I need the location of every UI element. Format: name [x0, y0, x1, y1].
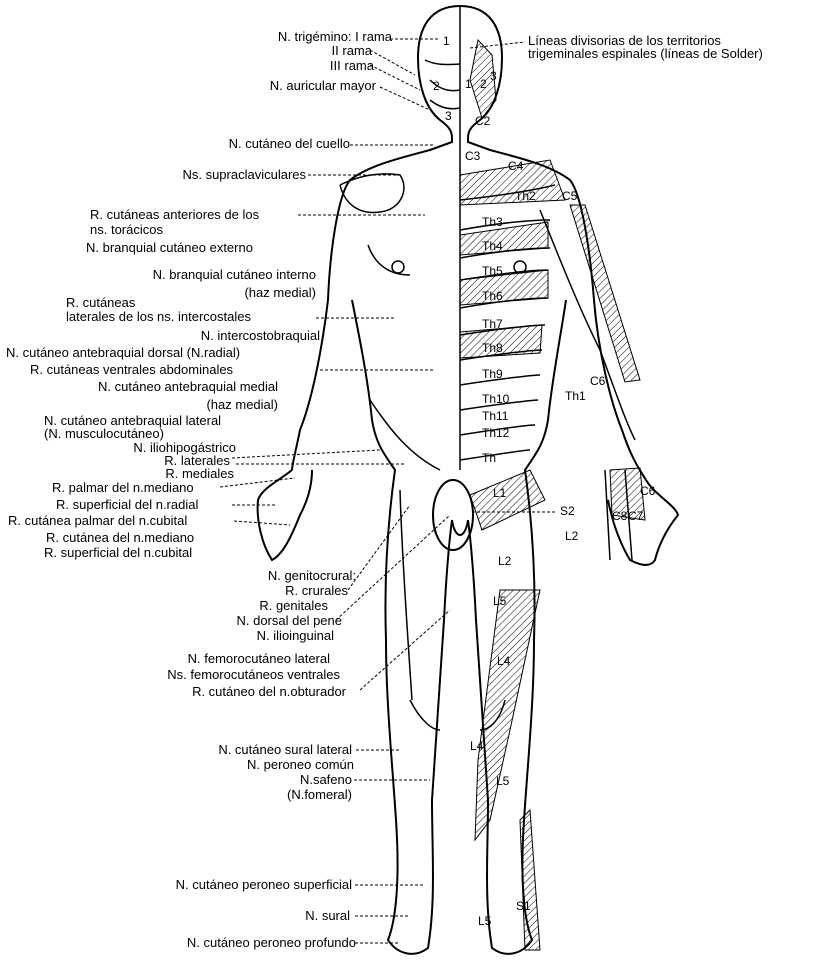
- label-r-mediales: R. mediales: [40, 467, 234, 481]
- zone-f2: 2: [433, 79, 440, 93]
- zone-c6: C6: [590, 374, 606, 388]
- label-safeno-2: (N.fomeral): [130, 788, 352, 802]
- label-antebraquial-dorsal: N. cutáneo antebraquial dorsal (N.radial…: [6, 346, 240, 360]
- label-femorocutaneos-ventrales: Ns. femorocutáneos ventrales: [100, 668, 340, 682]
- zone-l5c: L5: [478, 914, 492, 928]
- zone-fc1: 1: [465, 77, 472, 91]
- label-palmar-cubital: R. cutánea palmar del n.cubital: [8, 514, 187, 528]
- label-cutanea-mediano: R. cutánea del n.mediano: [46, 531, 194, 545]
- label-superficial-radial: R. superficial del n.radial: [56, 498, 198, 512]
- zone-fc3: 3: [490, 69, 497, 83]
- zone-th12: Th12: [482, 426, 510, 440]
- label-sural: N. sural: [200, 909, 350, 923]
- label-branquial-interno-1: N. branquial cutáneo interno: [100, 268, 316, 282]
- zone-th3: Th3: [482, 215, 503, 229]
- label-rcut-anteriores-1: R. cutáneas anteriores de los: [90, 208, 259, 222]
- zone-l1: L1: [493, 486, 507, 500]
- zone-th6: Th6: [482, 289, 503, 303]
- zone-th9: Th9: [482, 367, 503, 381]
- label-femorocutaneo-lateral: N. femorocutáneo lateral: [100, 652, 330, 666]
- label-supraclaviculares: Ns. supraclaviculares: [130, 168, 306, 182]
- label-peroneo-profundo: N. cutáneo peroneo profundo: [100, 936, 356, 950]
- label-palmar-mediano: R. palmar del n.mediano: [52, 481, 194, 495]
- label-r-genitales: R. genitales: [120, 599, 328, 613]
- zone-l5: L5: [493, 594, 507, 608]
- zone-s2: S2: [560, 504, 575, 518]
- label-auricular-mayor: N. auricular mayor: [220, 79, 376, 93]
- label-antebraquial-lateral-2: (N. musculocutáneo): [44, 427, 164, 441]
- label-sural-lateral: N. cutáneo sural lateral: [130, 743, 352, 757]
- label-peroneo-comun: N. peroneo común: [130, 758, 354, 772]
- label-antebraquial-medial-1: N. cutáneo antebraquial medial: [40, 380, 278, 394]
- zone-l4: L4: [497, 654, 511, 668]
- zone-l2b: L2: [498, 554, 512, 568]
- zone-c3: C3: [465, 149, 481, 163]
- label-trigemino-1: N. trigémino: I rama: [220, 30, 392, 44]
- label-ilioinguinal: N. ilioinguinal: [120, 629, 334, 643]
- label-r-crurales: R. crurales: [120, 584, 348, 598]
- label-rcut-anteriores-2: ns. torácicos: [90, 223, 163, 237]
- zone-th4: Th4: [482, 239, 503, 253]
- zone-c7: C7: [628, 509, 644, 523]
- zone-th-low: Th: [482, 451, 496, 465]
- label-genitocrural: N. genitocrural:: [120, 569, 356, 583]
- label-superficial-cubital: R. superficial del n.cubital: [44, 546, 192, 560]
- zone-th5: Th5: [482, 264, 503, 278]
- zone-f3: 3: [445, 109, 452, 123]
- zone-c6h: C6: [640, 484, 656, 498]
- zone-c8: C8: [612, 509, 628, 523]
- zone-c2: C2: [475, 114, 491, 128]
- label-solder-2: trigeminales espinales (líneas de Solder…: [528, 47, 763, 61]
- label-safeno-1: N.safeno: [130, 773, 352, 787]
- zone-th2: Th2: [515, 189, 536, 203]
- zone-f1: 1: [443, 34, 450, 48]
- label-cutaneo-obturador: R. cutáneo del n.obturador: [100, 685, 346, 699]
- zone-l4b: L4: [470, 739, 484, 753]
- label-rcut-laterales-2: laterales de los ns. intercostales: [66, 310, 251, 324]
- zone-c4: C4: [508, 159, 524, 173]
- zone-s1: S1: [516, 899, 531, 913]
- label-trigemino-2: II rama: [220, 44, 372, 58]
- label-intercostobraquial: N. intercostobraquial: [100, 329, 320, 343]
- zone-th10: Th10: [482, 392, 510, 406]
- zone-fc2: 2: [480, 77, 487, 91]
- label-cutaneo-cuello: N. cutáneo del cuello: [180, 137, 350, 151]
- label-ventrales-abdominales: R. cutáneas ventrales abdominales: [30, 363, 233, 377]
- label-dorsal-pene: N. dorsal del pene: [120, 614, 342, 628]
- zone-th1: Th1: [565, 389, 586, 403]
- zone-l5b: L5: [496, 774, 510, 788]
- label-branquial-externo: N. branquial cutáneo externo: [86, 241, 253, 255]
- label-peroneo-superficial: N. cutáneo peroneo superficial: [100, 878, 352, 892]
- zone-l2: L2: [565, 529, 579, 543]
- zone-th7: Th7: [482, 317, 503, 331]
- label-rcut-laterales-1: R. cutáneas: [66, 296, 135, 310]
- zone-th11: Th11: [482, 409, 509, 423]
- label-antebraquial-medial-2: (haz medial): [40, 398, 278, 412]
- label-trigemino-3: III rama: [220, 59, 374, 73]
- zone-c5: C5: [562, 189, 578, 203]
- zone-th8: Th8: [482, 341, 503, 355]
